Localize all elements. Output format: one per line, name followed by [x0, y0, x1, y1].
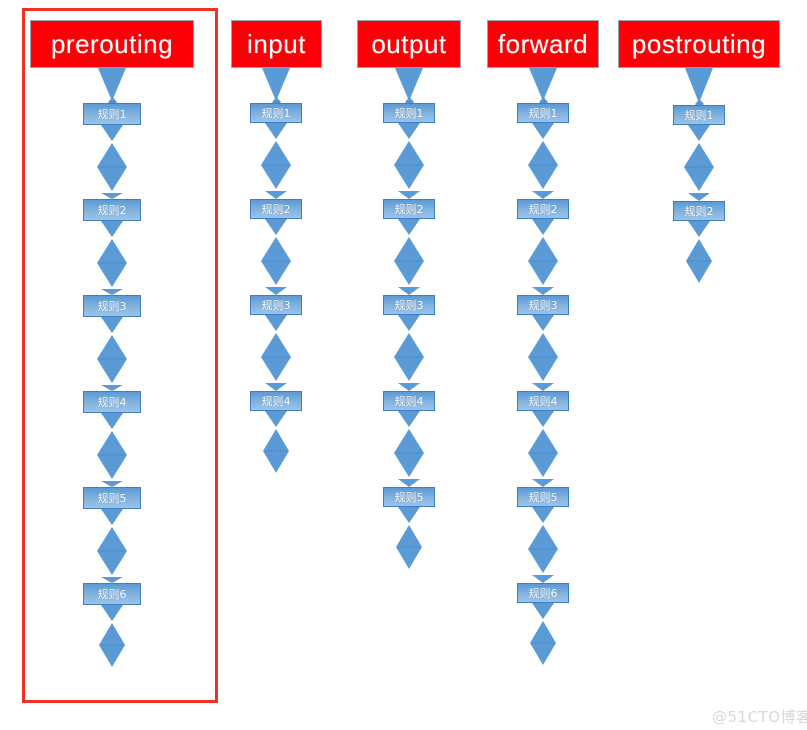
rule-label-postrouting-2: 规则2	[684, 204, 714, 218]
chain-header-label-postrouting: postrouting	[631, 29, 767, 59]
rule-box-prerouting-2[interactable]: 规则2	[83, 199, 141, 221]
rule-label-prerouting-5: 规则5	[97, 491, 127, 505]
rule-box-forward-1[interactable]: 规则1	[517, 103, 569, 123]
chain-header-postrouting[interactable]: postrouting	[618, 20, 780, 68]
chain-header-output[interactable]: output	[357, 20, 461, 68]
rule-label-forward-4: 规则4	[528, 394, 558, 408]
rule-label-prerouting-6: 规则6	[97, 587, 127, 601]
rule-box-output-5[interactable]: 规则5	[383, 487, 435, 507]
rule-label-output-2: 规则2	[394, 202, 424, 216]
rule-label-input-1: 规则1	[261, 106, 291, 120]
rule-box-postrouting-2[interactable]: 规则2	[673, 201, 725, 221]
rule-label-forward-2: 规则2	[528, 202, 558, 216]
chain-header-label-input: input	[247, 29, 306, 59]
chain-header-forward[interactable]: forward	[487, 20, 599, 68]
rule-box-input-1[interactable]: 规则1	[250, 103, 302, 123]
rule-label-output-3: 规则3	[394, 298, 424, 312]
rule-label-prerouting-2: 规则2	[97, 203, 127, 217]
rule-box-postrouting-1[interactable]: 规则1	[673, 105, 725, 125]
chain-header-label-prerouting: prerouting	[50, 29, 174, 59]
rule-box-forward-6[interactable]: 规则6	[517, 583, 569, 603]
watermark-label: @51CTO博客	[712, 708, 807, 726]
rule-label-forward-3: 规则3	[528, 298, 558, 312]
rule-box-forward-3[interactable]: 规则3	[517, 295, 569, 315]
chain-header-input[interactable]: input	[231, 20, 322, 68]
rule-label-input-2: 规则2	[261, 202, 291, 216]
rule-box-output-4[interactable]: 规则4	[383, 391, 435, 411]
chain-header-label-output: output	[371, 29, 447, 59]
rule-label-output-5: 规则5	[394, 490, 424, 504]
rule-box-prerouting-4[interactable]: 规则4	[83, 391, 141, 413]
rule-label-postrouting-1: 规则1	[684, 108, 714, 122]
chain-header-label-forward: forward	[497, 29, 589, 59]
rule-box-output-1[interactable]: 规则1	[383, 103, 435, 123]
chain-header-prerouting[interactable]: prerouting	[30, 20, 194, 68]
rule-box-input-3[interactable]: 规则3	[250, 295, 302, 315]
rule-label-prerouting-4: 规则4	[97, 395, 127, 409]
rule-box-prerouting-6[interactable]: 规则6	[83, 583, 141, 605]
rule-label-prerouting-1: 规则1	[97, 107, 127, 121]
rule-label-input-3: 规则3	[261, 298, 291, 312]
rule-box-input-2[interactable]: 规则2	[250, 199, 302, 219]
rule-box-output-2[interactable]: 规则2	[383, 199, 435, 219]
rule-box-forward-2[interactable]: 规则2	[517, 199, 569, 219]
rule-label-input-4: 规则4	[261, 394, 291, 408]
rule-box-prerouting-3[interactable]: 规则3	[83, 295, 141, 317]
rule-label-output-1: 规则1	[394, 106, 424, 120]
rule-label-prerouting-3: 规则3	[97, 299, 127, 313]
rule-box-prerouting-1[interactable]: 规则1	[83, 103, 141, 125]
rule-box-output-3[interactable]: 规则3	[383, 295, 435, 315]
rule-label-forward-6: 规则6	[528, 586, 558, 600]
rule-box-input-4[interactable]: 规则4	[250, 391, 302, 411]
rule-box-forward-4[interactable]: 规则4	[517, 391, 569, 411]
rule-box-forward-5[interactable]: 规则5	[517, 487, 569, 507]
rule-label-forward-5: 规则5	[528, 490, 558, 504]
rule-label-output-4: 规则4	[394, 394, 424, 408]
rule-box-prerouting-5[interactable]: 规则5	[83, 487, 141, 509]
rule-label-forward-1: 规则1	[528, 106, 558, 120]
